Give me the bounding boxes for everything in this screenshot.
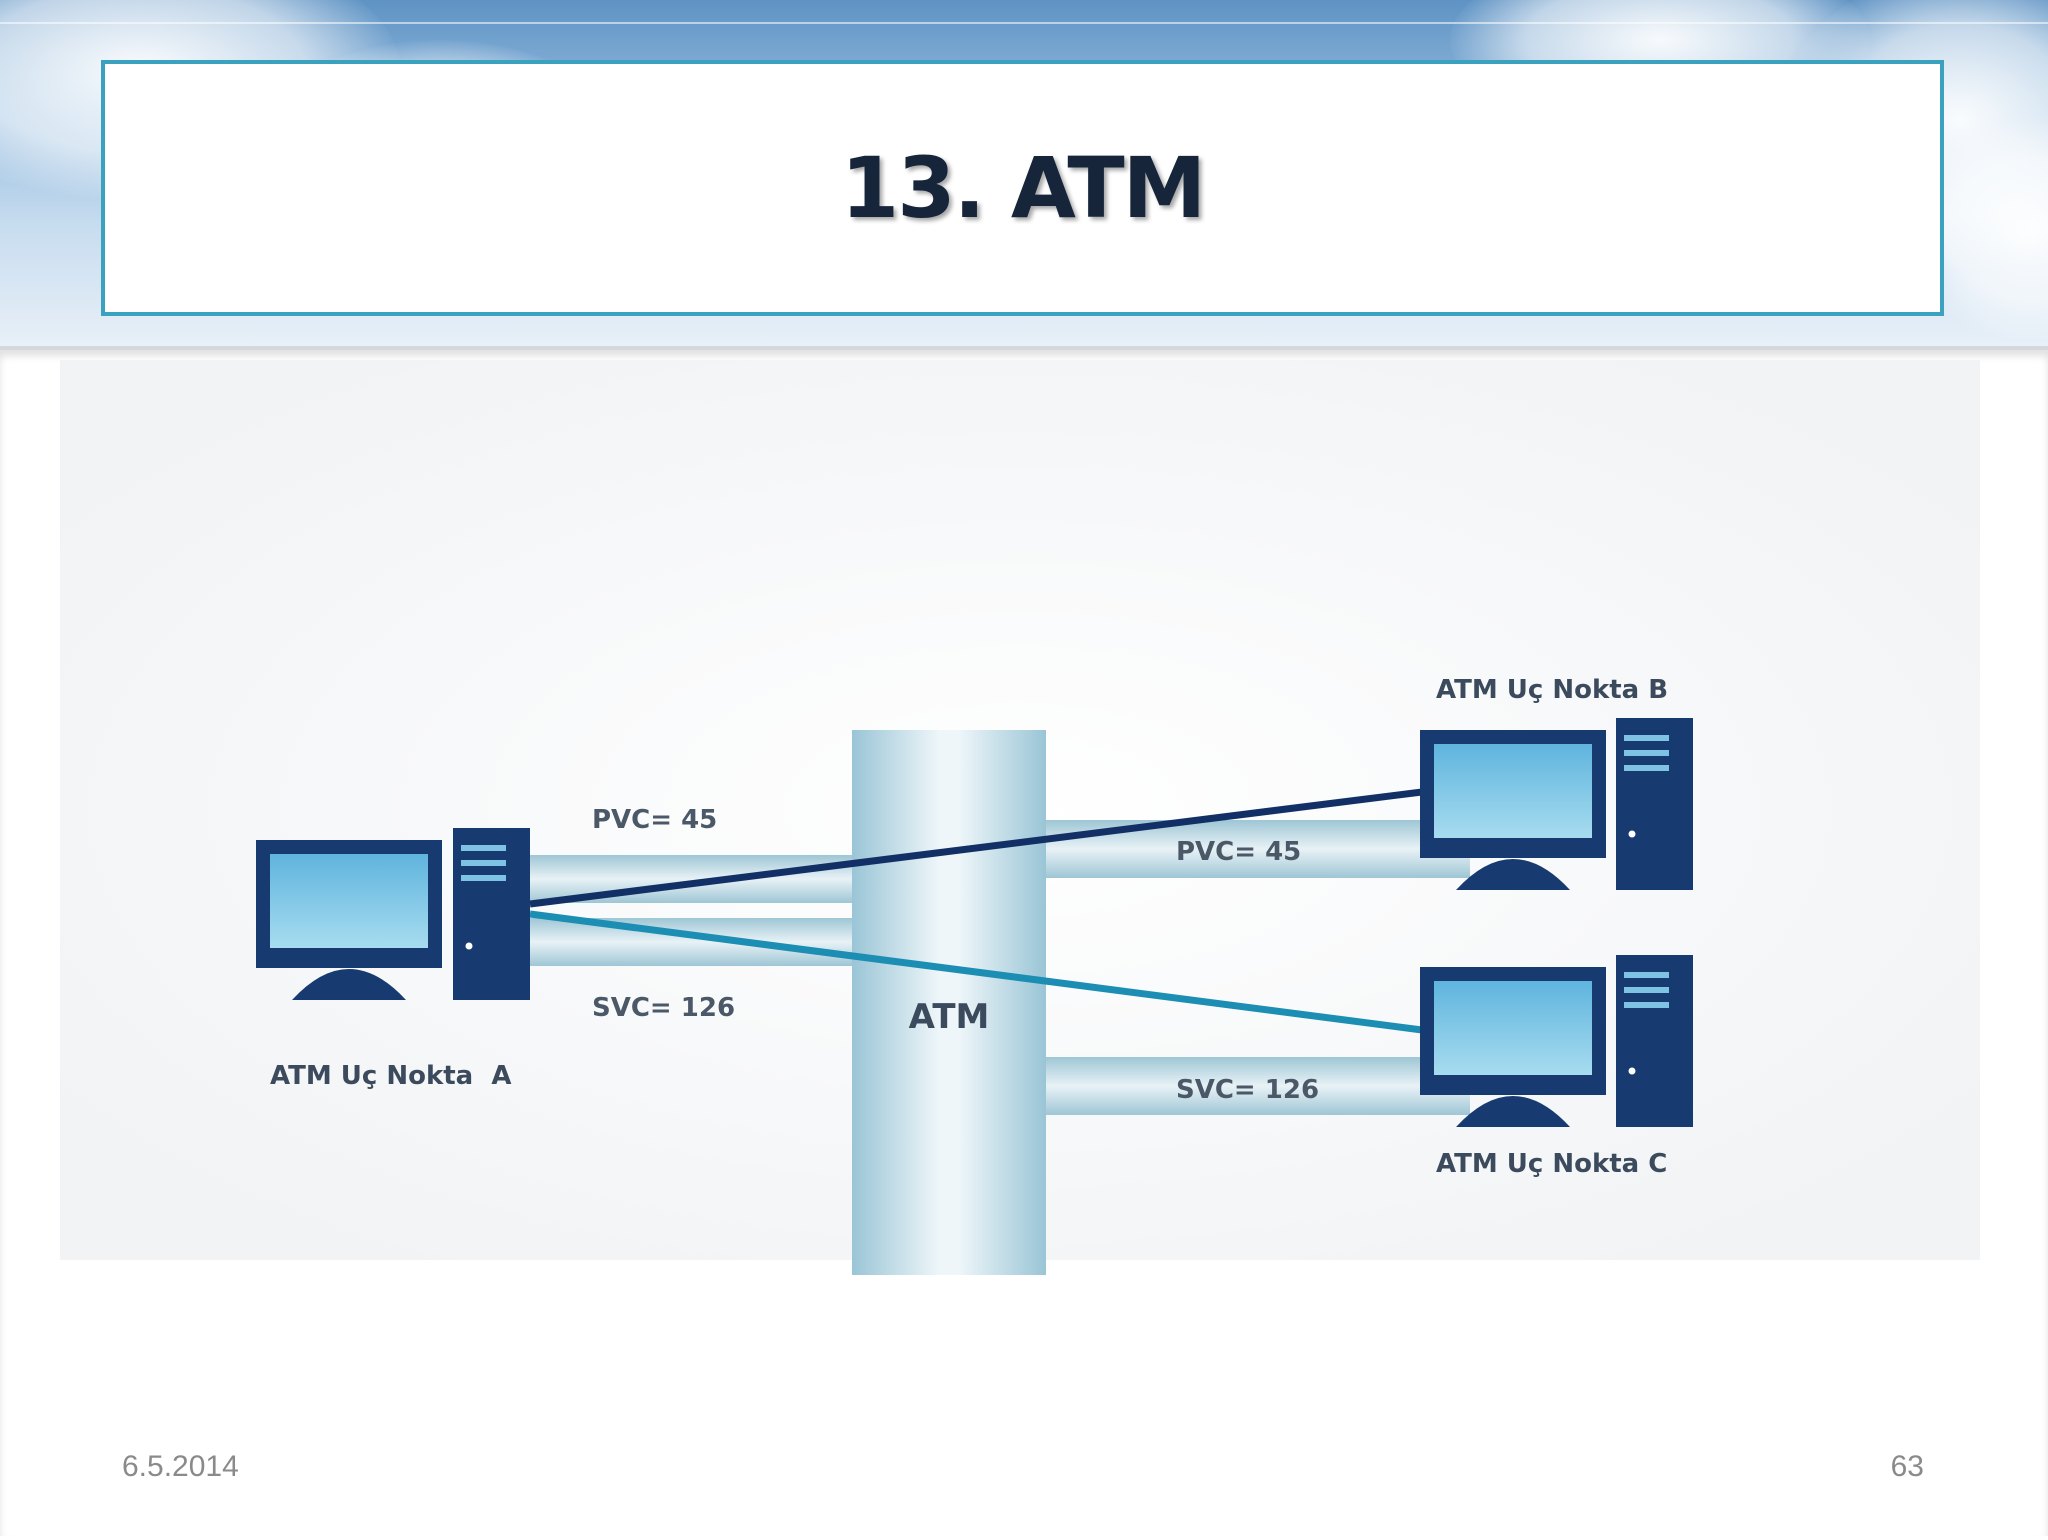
- computer-a-drive-slot: [461, 860, 506, 866]
- atm-network-diagram: ATM: [60, 360, 1980, 1275]
- computer-b-tower: [1616, 718, 1693, 890]
- header-divider-line: [0, 22, 2048, 24]
- computer-a-stand: [292, 969, 406, 1000]
- computer-a-power-led: [465, 942, 473, 950]
- computer-a-drive-slot: [461, 875, 506, 881]
- content-panel: ATM: [0, 346, 2048, 1536]
- label-b-pvc: PVC= 45: [1176, 837, 1301, 867]
- computer-c-screen: [1434, 981, 1592, 1075]
- pvc-line: [529, 788, 1423, 908]
- atm-switch: [852, 730, 1046, 1275]
- title-box: 13. ATM: [101, 60, 1944, 316]
- computer-a: [256, 828, 530, 1000]
- computer-c-drive-slot: [1624, 987, 1669, 993]
- computer-c-power-led: [1628, 1067, 1636, 1075]
- computer-c-drive-slot: [1624, 972, 1669, 978]
- computer-a-screen: [270, 854, 428, 948]
- label-a-svc: SVC= 126: [592, 993, 735, 1023]
- label-a-pvc: PVC= 45: [592, 805, 717, 835]
- computer-b-drive-slot: [1624, 765, 1669, 771]
- computer-b-stand: [1456, 859, 1570, 890]
- page-number: 63: [1890, 1450, 1924, 1483]
- computer-b-drive-slot: [1624, 750, 1669, 756]
- computer-c-tower: [1616, 955, 1693, 1127]
- computer-c-drive-slot: [1624, 1002, 1669, 1008]
- computer-c-stand: [1456, 1096, 1570, 1127]
- computer-b-power-led: [1628, 830, 1636, 838]
- svc-line: [529, 910, 1423, 1034]
- label-node-a: ATM Uç Nokta A: [270, 1061, 511, 1091]
- computer-b-screen: [1434, 744, 1592, 838]
- computer-c: [1420, 955, 1693, 1127]
- footer-date: 6.5.2014: [122, 1450, 239, 1483]
- atm-switch-label: ATM: [909, 997, 990, 1037]
- label-c-svc: SVC= 126: [1176, 1075, 1319, 1105]
- pipe-a-svc: [528, 918, 858, 966]
- pipe-c-svc: [1045, 1057, 1470, 1115]
- label-node-c: ATM Uç Nokta C: [1436, 1149, 1667, 1179]
- computer-b-drive-slot: [1624, 735, 1669, 741]
- computer-a-tower: [453, 828, 530, 1000]
- computer-a-drive-slot: [461, 845, 506, 851]
- computer-b: [1420, 718, 1693, 890]
- label-node-b: ATM Uç Nokta B: [1436, 675, 1668, 705]
- slide-title: 13. ATM: [840, 139, 1206, 237]
